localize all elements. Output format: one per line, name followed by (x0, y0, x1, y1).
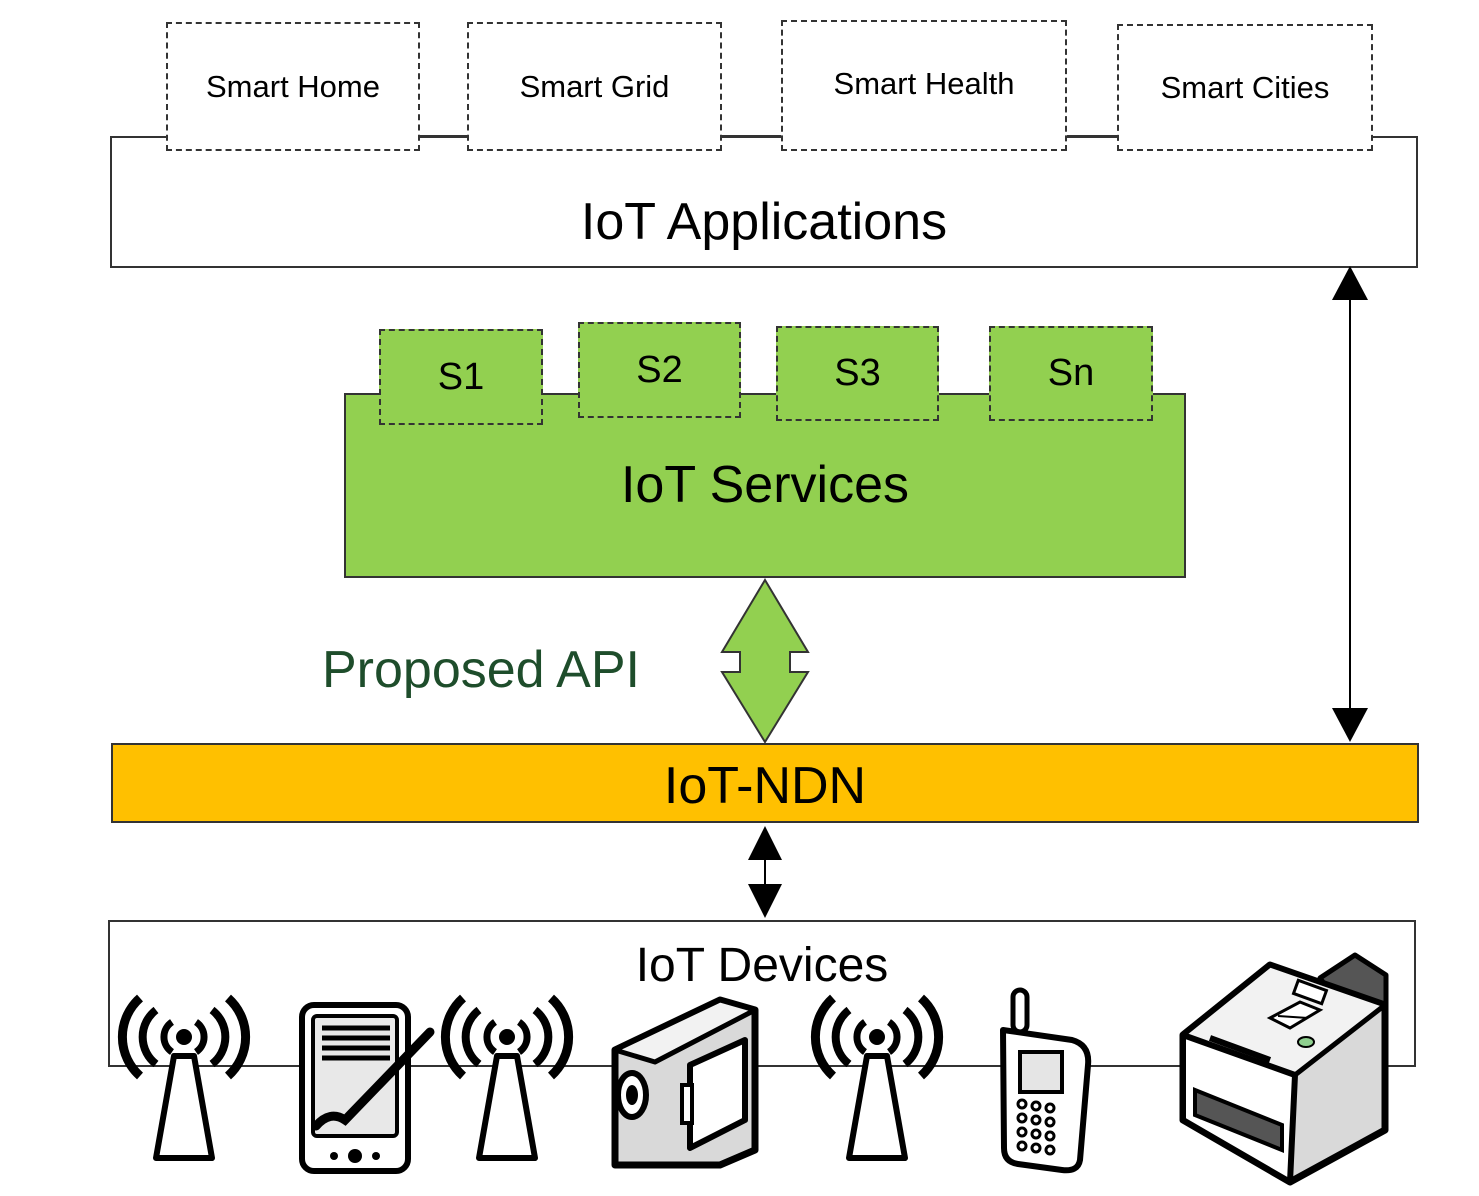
service-label: S2 (636, 348, 683, 391)
service-label: Sn (1047, 352, 1095, 394)
mobile-phone-icon (1000, 987, 1092, 1174)
iot-ndn-layer: IoT-NDN (111, 743, 1419, 823)
app-label: Smart Home (206, 68, 380, 104)
app-box-smart-grid[interactable]: Smart Grid (467, 22, 722, 151)
iot-applications-title: IoT Applications (580, 193, 948, 251)
iot-applications-layer: IoT Applications (110, 136, 1418, 268)
pda-icon (299, 1002, 435, 1174)
iot-devices-title: IoT Devices (635, 939, 889, 992)
iot-ndn-title: IoT-NDN (663, 757, 867, 815)
ndn-devices-double-arrow (748, 826, 782, 918)
service-box-s3[interactable]: S3 (776, 326, 939, 421)
video-camera-icon (611, 996, 759, 1169)
printer-icon (1179, 952, 1389, 1186)
antenna-icon (815, 998, 938, 1158)
service-box-s2[interactable]: S2 (578, 322, 741, 418)
app-box-smart-cities[interactable]: Smart Cities (1117, 24, 1373, 151)
antenna-icon (445, 998, 568, 1158)
app-label: Smart Health (833, 65, 1015, 101)
service-box-sn[interactable]: Sn (989, 326, 1153, 421)
proposed-api-label: Proposed API (322, 641, 640, 699)
app-box-smart-health[interactable]: Smart Health (781, 20, 1067, 151)
api-double-arrow (720, 578, 810, 744)
app-box-smart-home[interactable]: Smart Home (166, 22, 420, 151)
antenna-icon (122, 998, 245, 1158)
app-label: Smart Cities (1160, 69, 1330, 105)
service-label: S3 (834, 352, 881, 394)
apps-ndn-double-arrow (1332, 266, 1368, 742)
service-box-s1[interactable]: S1 (379, 329, 543, 425)
service-label: S1 (437, 355, 485, 398)
iot-services-title: IoT Services (620, 456, 910, 514)
app-label: Smart Grid (519, 68, 670, 104)
